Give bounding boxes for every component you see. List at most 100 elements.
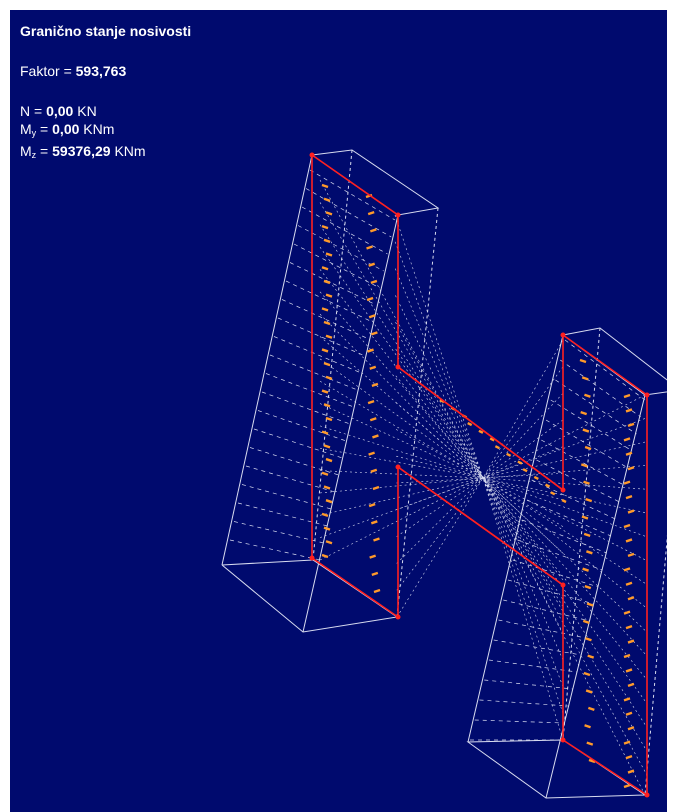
stress-arrow-right-inner	[582, 428, 590, 433]
hatch-left-prism	[229, 539, 321, 561]
stress-arrow-diagonal	[561, 498, 567, 504]
stress-line-right-outer	[482, 441, 646, 479]
force-n-unit: KN	[77, 103, 97, 119]
stress-line-right-outer	[482, 477, 646, 725]
stress-arrow-diagonal	[478, 429, 484, 434]
hatch-right-prism	[498, 619, 586, 639]
stress-viewport[interactable]: Granično stanje nosivosti Faktor = 593,7…	[10, 10, 667, 812]
stress-line-left-inner	[395, 402, 484, 479]
stress-line-right-outer	[482, 477, 646, 772]
stress-arrow-left-outer	[325, 211, 333, 216]
stress-arrow-left-outer	[321, 266, 329, 271]
stress-arrow-left-outer	[325, 457, 333, 463]
stress-line-left-inner	[395, 375, 484, 479]
stress-line-left-outer	[319, 202, 484, 479]
stress-arrow-left-outer	[321, 430, 329, 435]
cross-section-vertex	[644, 392, 650, 398]
stress-arrow-left-outer	[325, 416, 333, 422]
stress-arrow-right-inner	[583, 671, 591, 677]
hatch-right-prism	[484, 679, 573, 690]
stress-line-right-inner	[482, 339, 564, 479]
stress-arrow-left-inner	[366, 296, 374, 302]
stress-line-right-inner	[482, 477, 564, 714]
stress-arrow-left-outer	[323, 238, 331, 243]
stress-arrow-right-outer	[623, 740, 631, 745]
hatch-left-prism	[281, 299, 369, 340]
force-n: N = 0,00 KN	[20, 103, 97, 119]
stress-arrow-diagonal	[494, 445, 500, 450]
stress-arrow-left-outer	[325, 293, 333, 298]
stress-arrow-left-outer	[321, 307, 329, 312]
stress-arrow-left-outer	[323, 403, 331, 408]
stress-arrow-left-outer	[321, 389, 329, 394]
stress-arrow-right-inner	[585, 689, 593, 694]
stress-arrow-right-outer	[627, 552, 635, 558]
stress-line-right-inner	[482, 477, 564, 527]
hatch-left-prism	[293, 243, 381, 289]
stress-line-right-inner	[482, 477, 564, 741]
stress-arrow-right-outer	[627, 596, 635, 601]
stress-line-right-outer	[482, 477, 646, 490]
stress-line-left-inner	[395, 295, 484, 479]
stress-line-left-inner	[396, 477, 484, 511]
stress-arrow-right-inner	[581, 376, 589, 381]
stress-diagram-3d	[221, 149, 667, 799]
stress-line-left-outer	[319, 425, 484, 479]
stress-arrow-left-outer	[321, 553, 329, 559]
hatch-right-prism	[541, 439, 624, 486]
stress-line-right-outer	[482, 477, 646, 584]
stress-line-right-inner	[482, 477, 564, 554]
stress-arrow-left-inner	[366, 245, 373, 250]
stress-arrow-left-outer	[321, 224, 329, 230]
stress-arrow-right-outer	[627, 726, 635, 731]
right-prism-edge	[545, 394, 646, 799]
hatch-right-prism	[512, 559, 599, 588]
stress-arrow-right-inner	[584, 445, 592, 451]
hatch-left-prism	[277, 317, 366, 357]
stress-arrow-left-inner	[371, 571, 379, 576]
hatch-right-prism	[560, 359, 641, 418]
stress-arrow-right-inner	[585, 497, 593, 503]
stress-arrow-diagonal	[489, 437, 495, 442]
stress-line-left-outer	[319, 477, 484, 494]
hatch-left-prism	[233, 521, 324, 544]
hatch-left-prism	[309, 169, 396, 221]
stress-line-left-inner	[394, 268, 484, 479]
stress-arrow-left-inner	[371, 382, 379, 388]
stress-arrow-right-inner	[587, 706, 595, 711]
hatch-right-prism	[545, 419, 629, 469]
stress-line-right-outer	[482, 418, 646, 479]
stress-arrow-right-outer	[627, 466, 635, 471]
force-mz-unit: KNm	[114, 143, 146, 159]
stress-arrow-left-outer	[325, 334, 333, 339]
stress-arrow-left-inner	[373, 588, 381, 594]
stress-arrow-left-outer	[323, 485, 331, 490]
hatch-left-prism	[265, 373, 354, 408]
stress-arrow-right-outer	[623, 610, 631, 615]
stress-line-right-outer	[482, 477, 646, 678]
stress-arrow-right-outer	[627, 682, 635, 688]
stress-arrow-right-outer	[623, 783, 631, 789]
stress-arrow-left-outer	[321, 512, 329, 518]
stress-line-left-inner	[395, 429, 484, 479]
stress-line-right-inner	[482, 477, 564, 661]
stress-line-left-outer	[319, 179, 484, 479]
stress-arrow-left-inner	[369, 417, 377, 422]
stress-arrow-left-outer	[323, 320, 331, 326]
stress-line-left-inner	[396, 477, 484, 591]
stress-arrow-left-inner	[368, 262, 376, 267]
force-mz-sub: z	[31, 150, 37, 160]
stress-arrow-right-inner	[582, 619, 590, 625]
stress-line-right-inner	[482, 477, 564, 501]
stress-arrow-left-outer	[325, 375, 333, 380]
hatch-right-prism	[507, 579, 595, 605]
stress-line-right-inner	[482, 366, 564, 479]
stress-arrow-left-inner	[369, 554, 377, 559]
stress-arrow-right-outer	[623, 653, 631, 659]
stress-line-left-outer	[319, 224, 484, 479]
hatch-left-prism	[269, 354, 358, 391]
stress-line-left-outer	[319, 477, 484, 561]
stress-line-left-outer	[319, 358, 484, 479]
cross-section-vertex	[309, 152, 315, 158]
stress-line-left-inner	[395, 322, 484, 479]
